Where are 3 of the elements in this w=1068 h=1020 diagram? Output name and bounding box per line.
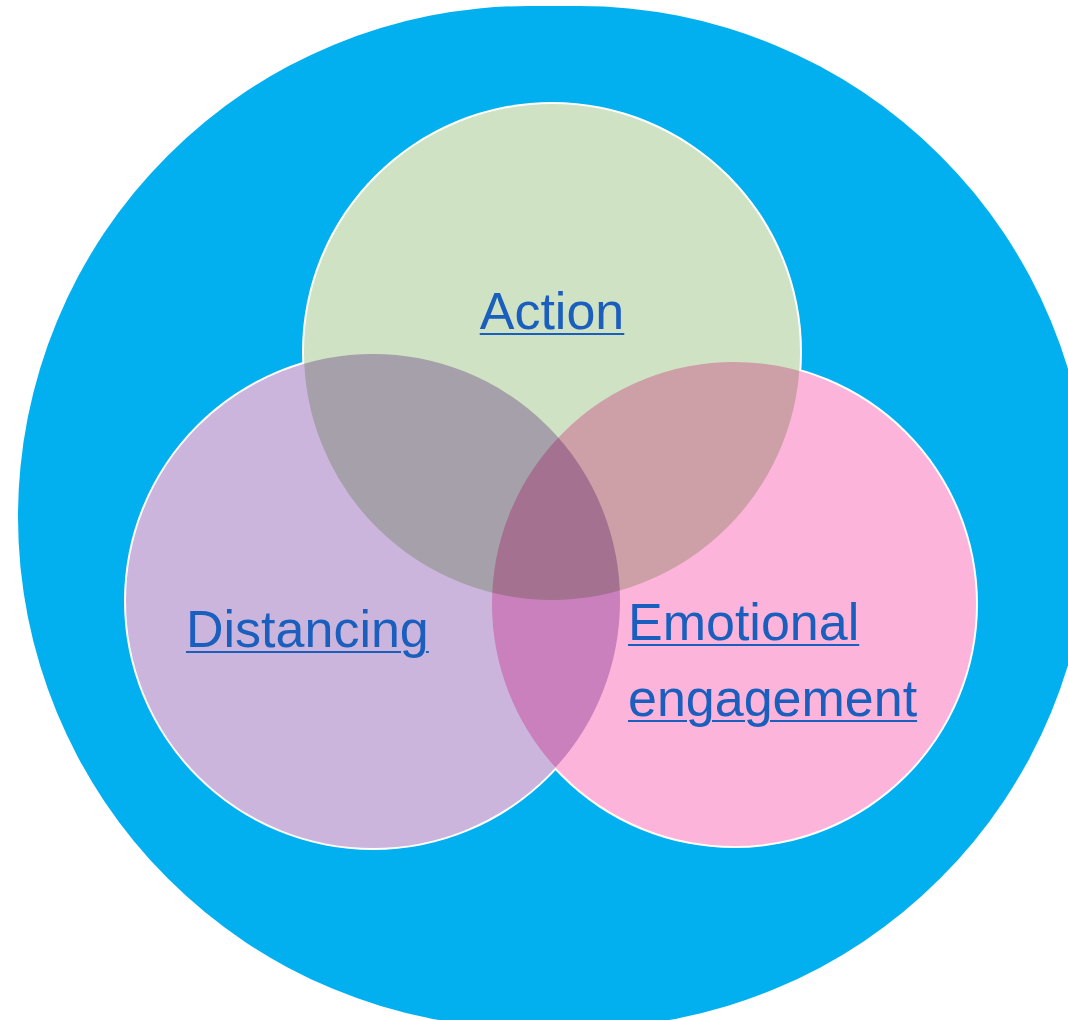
circle-label: Action bbox=[478, 281, 626, 342]
circle-label: Distancing bbox=[186, 599, 429, 660]
circle-label: Emotional engagement bbox=[628, 592, 919, 729]
